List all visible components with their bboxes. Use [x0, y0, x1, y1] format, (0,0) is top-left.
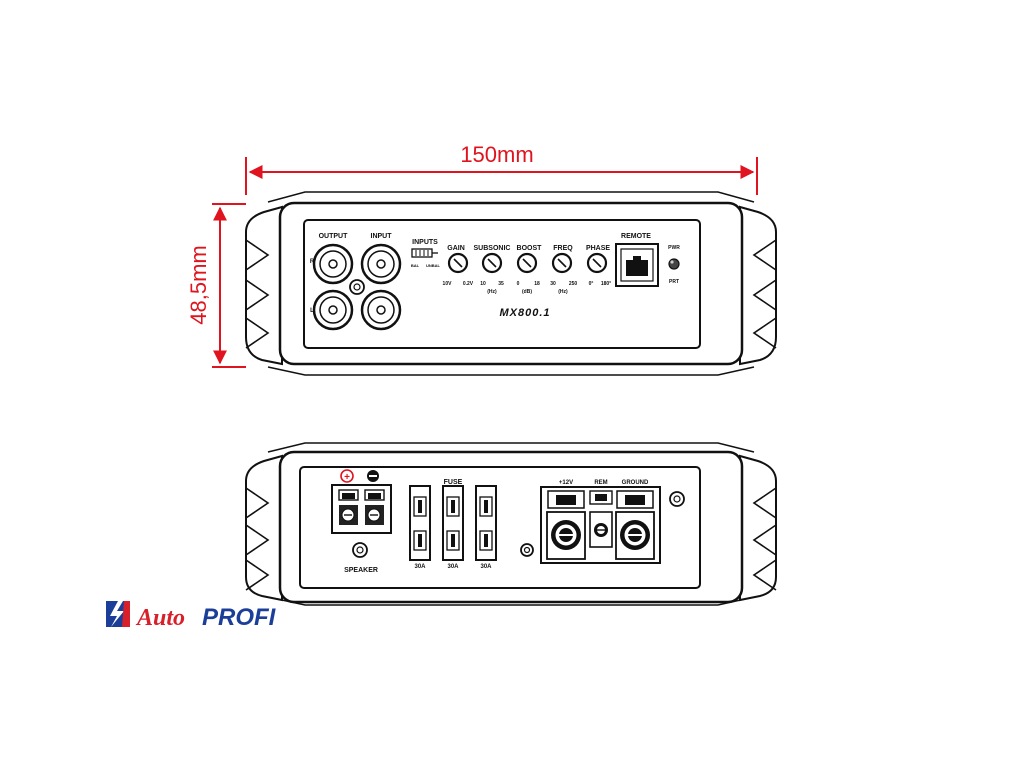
remote-port[interactable]: [615, 243, 659, 287]
input-mode-switch[interactable]: [411, 248, 438, 258]
plus-symbol-icon: +: [340, 469, 354, 483]
fuse-2-rating: 30A: [447, 564, 459, 570]
freq-knob[interactable]: [551, 252, 573, 274]
subsonic-knob[interactable]: [481, 252, 503, 274]
rca-center-screw: [349, 279, 365, 295]
model-label: MX800.1: [499, 307, 550, 319]
gain-knob[interactable]: [447, 252, 469, 274]
gain-min: 10V: [443, 281, 453, 287]
phase-knob[interactable]: [586, 252, 608, 274]
rca-input-r[interactable]: [360, 243, 402, 285]
rca-input-l[interactable]: [360, 289, 402, 331]
boost-unit: (dB): [522, 289, 532, 295]
channel-r-label: R: [310, 259, 315, 265]
speaker-label: SPEAKER: [344, 567, 378, 574]
status-led: [668, 258, 680, 270]
freq-unit: (Hz): [558, 289, 568, 295]
width-dimension: 150mm: [245, 142, 758, 195]
minus-symbol-icon: [367, 470, 379, 482]
gain-label: GAIN: [447, 245, 465, 252]
fuse-1[interactable]: [409, 485, 431, 561]
plus12v-terminal[interactable]: [546, 490, 586, 560]
pwr-label: PWR: [668, 245, 680, 251]
speaker-screw: [352, 542, 368, 558]
switch-unbal-label: UNBAL: [426, 263, 441, 268]
phase-min: 0°: [589, 281, 594, 287]
boost-knob[interactable]: [516, 252, 538, 274]
height-label: 48,5mm: [186, 245, 211, 324]
svg-text:+: +: [344, 472, 350, 483]
rear-small-screw: [520, 543, 534, 557]
left-heatsink: [245, 205, 283, 366]
lightning-bolt-icon: [106, 601, 130, 627]
rem-label: REM: [594, 480, 607, 486]
phase-label: PHASE: [586, 245, 610, 252]
prt-label: PRT: [669, 279, 679, 285]
rca-output-r[interactable]: [312, 243, 354, 285]
rear-right-screw: [669, 491, 685, 507]
subsonic-min: 10: [480, 281, 486, 287]
fuse-2[interactable]: [442, 485, 464, 561]
remote-label: REMOTE: [621, 233, 651, 240]
fuse-3[interactable]: [475, 485, 497, 561]
right-heatsink: [739, 205, 777, 366]
speaker-terminal[interactable]: [331, 484, 392, 534]
gain-max: 0.2V: [463, 281, 474, 287]
autoprofi-logo: Auto PROFI: [106, 601, 277, 631]
inputs-label: INPUTS: [412, 239, 438, 246]
height-dimension: 48,5mm: [186, 203, 246, 368]
subsonic-label: SUBSONIC: [474, 245, 511, 252]
boost-min: 0: [517, 281, 520, 287]
rear-view: + SPEAKER FUSE: [245, 442, 777, 606]
output-label: OUTPUT: [319, 233, 349, 240]
rem-terminal[interactable]: [589, 490, 613, 548]
logo-profi-text: PROFI: [202, 604, 277, 631]
freq-min: 30: [550, 281, 556, 287]
fuse-3-rating: 30A: [480, 564, 492, 570]
ground-label: GROUND: [622, 480, 649, 486]
freq-max: 250: [569, 281, 578, 287]
switch-bal-label: BAL: [411, 263, 420, 268]
front-view: OUTPUT INPUT R L INPUTS: [245, 191, 777, 376]
subsonic-unit: (Hz): [487, 289, 497, 295]
logo-auto-text: Auto: [135, 605, 185, 631]
fuse-1-rating: 30A: [414, 564, 426, 570]
rca-output-l[interactable]: [312, 289, 354, 331]
boost-max: 18: [534, 281, 540, 287]
plus12v-label: +12V: [559, 480, 573, 486]
width-label: 150mm: [460, 142, 533, 167]
boost-label: BOOST: [517, 245, 543, 252]
channel-l-label: L: [310, 308, 314, 314]
front-panel: [303, 219, 701, 349]
subsonic-max: 35: [498, 281, 504, 287]
ground-terminal[interactable]: [615, 490, 655, 560]
freq-label: FREQ: [553, 245, 573, 252]
input-label: INPUT: [371, 233, 393, 240]
fuse-label: FUSE: [444, 479, 463, 486]
phase-max: 180°: [601, 281, 611, 287]
